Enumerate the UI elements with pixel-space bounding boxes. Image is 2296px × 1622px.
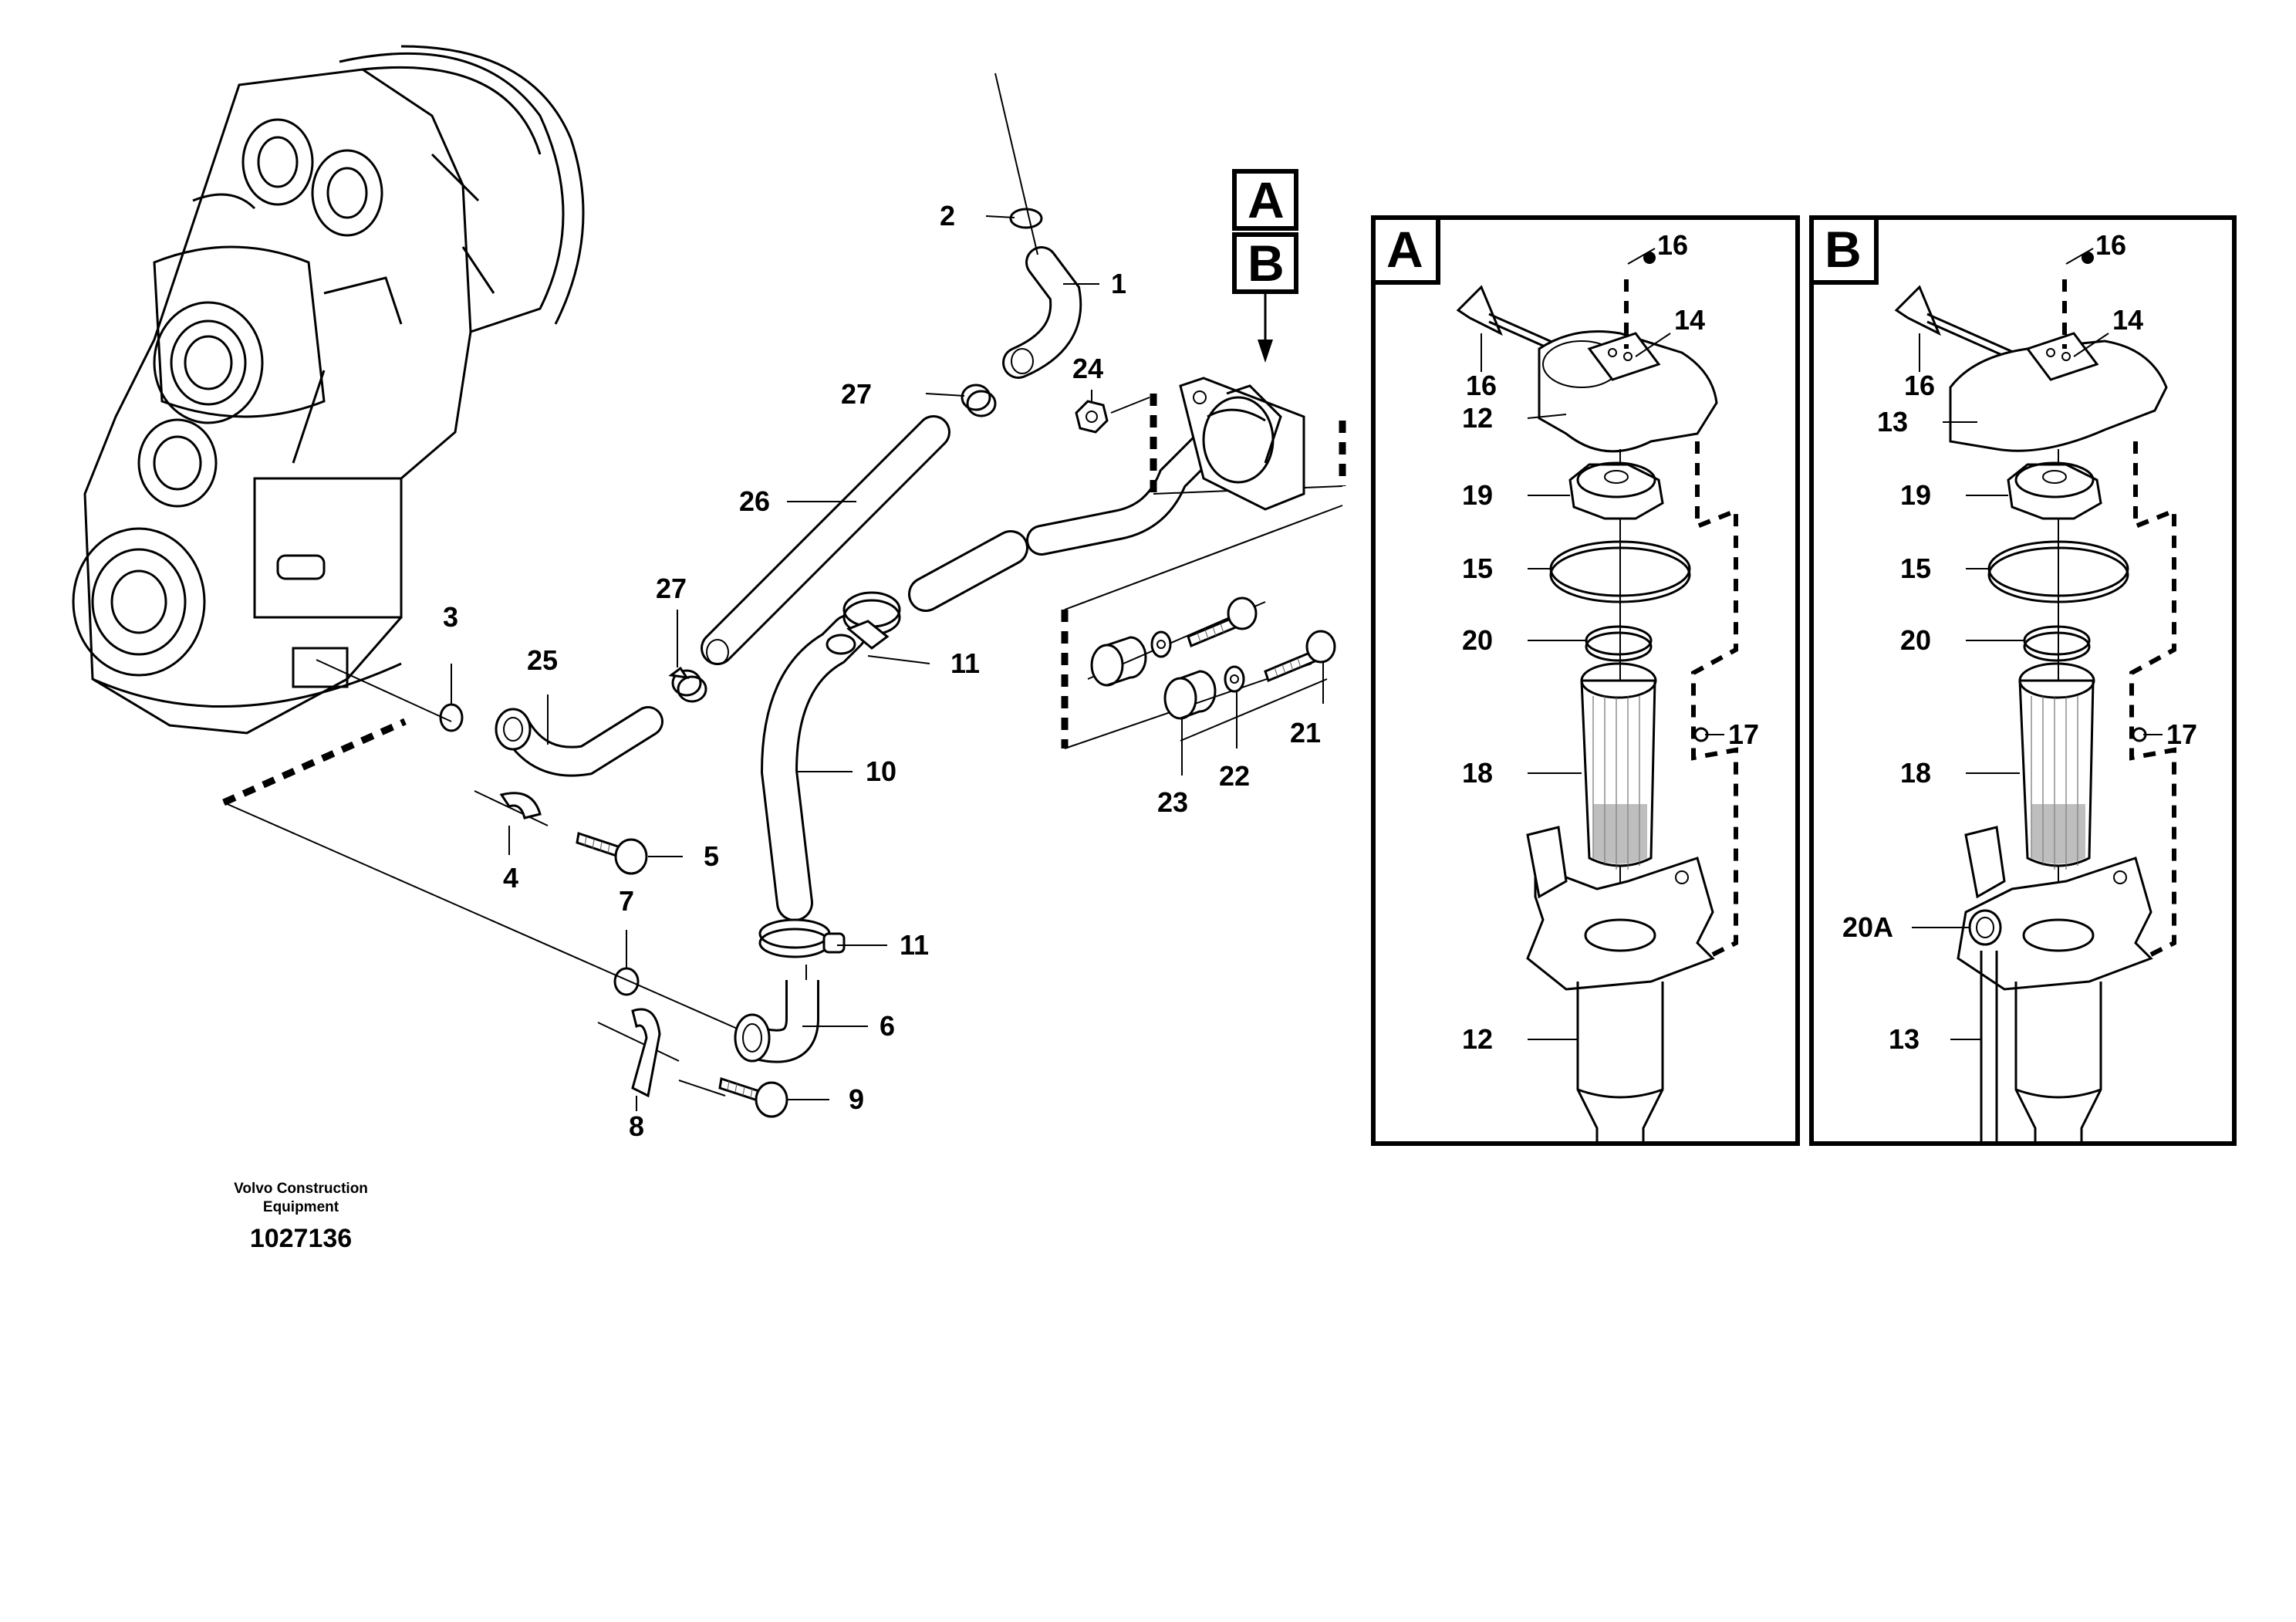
detail-b-label-17: 17 <box>2166 718 2197 750</box>
hose-clamp-27-lower <box>668 666 707 703</box>
plug-20a <box>1968 909 2002 946</box>
transmission-housing <box>72 45 585 735</box>
callout-23: 23 <box>1157 786 1188 818</box>
hose-10 <box>760 614 867 921</box>
detail-b-label-20a: 20A <box>1842 911 1893 943</box>
detail-a-label-17: 17 <box>1728 718 1759 750</box>
brand-line-2: Equipment <box>263 1199 339 1215</box>
view-marker-a: A <box>1248 171 1285 228</box>
o-ring-20 <box>1585 625 1653 656</box>
detail-a-label-19: 19 <box>1462 479 1493 511</box>
detail-a-letter: A <box>1386 221 1423 278</box>
view-marker-b: B <box>1248 235 1285 292</box>
dashed-connection-lines <box>222 659 741 1031</box>
elbow-6 <box>734 980 819 1063</box>
hose-clamp-11-upper <box>842 591 901 650</box>
callout-3: 3 <box>443 601 458 633</box>
view-markers: A B <box>1232 169 1298 363</box>
detail-a-label-16-dipstick: 16 <box>1466 370 1497 401</box>
grommet-23 <box>1163 677 1197 720</box>
detail-b-label-18: 18 <box>1900 757 1931 789</box>
callout-5: 5 <box>704 840 719 872</box>
screw-5 <box>576 832 648 875</box>
callout-11-upper: 11 <box>950 647 980 679</box>
detail-a-label-15: 15 <box>1462 552 1493 584</box>
o-ring-3 <box>439 703 464 732</box>
detail-a-label-12-tube: 12 <box>1462 1023 1493 1055</box>
hose-clamp-27-upper <box>961 384 997 417</box>
detail-b-label-20: 20 <box>1900 624 1931 656</box>
footer: Volvo Construction Equipment 1027136 <box>234 1181 368 1253</box>
detail-b-label-19: 19 <box>1900 479 1931 511</box>
callout-27-lower: 27 <box>656 573 687 604</box>
detail-a-frame <box>1371 215 1800 1146</box>
detail-b-label-15: 15 <box>1900 552 1931 584</box>
callout-11-lower: 11 <box>900 929 929 961</box>
callout-27-upper: 27 <box>841 378 872 410</box>
callout-26: 26 <box>739 485 770 517</box>
hose-25 <box>495 706 663 777</box>
screw-9 <box>718 1077 788 1118</box>
callout-2: 2 <box>940 200 955 231</box>
brand-line-1: Volvo Construction <box>234 1181 368 1197</box>
detail-b-label-16-bolt: 16 <box>2095 229 2126 261</box>
detail-b-frame <box>1809 215 2237 1146</box>
filler-bracket <box>1150 377 1346 511</box>
clamp-8 <box>597 1008 726 1098</box>
hose-1 <box>994 73 1082 379</box>
nut-24 <box>1075 397 1150 434</box>
detail-view-a: A <box>1371 215 1800 1146</box>
callout-4: 4 <box>503 862 518 894</box>
callout-22: 22 <box>1219 760 1250 792</box>
callout-9: 9 <box>849 1083 864 1115</box>
view-marker-a-box <box>1232 169 1298 231</box>
detail-view-b: B <box>1809 215 2237 1146</box>
callout-24: 24 <box>1072 353 1103 384</box>
detail-a-label-20: 20 <box>1462 624 1493 656</box>
detail-b-label-13-cap: 13 <box>1877 406 1908 438</box>
hose-clamp-11-lower <box>758 918 846 980</box>
washer-upper <box>1150 630 1172 658</box>
o-ring-2 <box>1009 208 1043 229</box>
callout-10: 10 <box>866 755 896 787</box>
callout-labels: 1 2 3 4 5 6 7 8 9 10 11 11 21 22 23 24 2… <box>443 200 1321 1142</box>
grommet-upper <box>1090 644 1124 687</box>
detail-b-letter: B <box>1825 221 1862 278</box>
detail-b-label-16-dipstick: 16 <box>1904 370 1935 401</box>
callout-6: 6 <box>880 1010 895 1042</box>
detail-a-label-16-bolt: 16 <box>1657 229 1688 261</box>
washer-22 <box>1224 665 1245 693</box>
detail-b-label-13-tube: 13 <box>1889 1023 1920 1055</box>
drawing-number: 1027136 <box>250 1224 352 1253</box>
hose-filler <box>908 432 1219 612</box>
o-ring-7 <box>613 967 640 996</box>
detail-a-label-12-cap: 12 <box>1462 402 1493 434</box>
callout-7: 7 <box>619 885 634 917</box>
detail-a-label-14: 14 <box>1674 304 1705 336</box>
callout-8: 8 <box>629 1110 644 1142</box>
detail-b-label-14: 14 <box>2112 304 2143 336</box>
leader-lines <box>451 215 1324 1111</box>
hose-26 <box>701 415 950 665</box>
callout-21: 21 <box>1290 717 1321 748</box>
callout-25: 25 <box>527 644 558 676</box>
detail-a-label-18: 18 <box>1462 757 1493 789</box>
bolt-21 <box>1264 650 1316 683</box>
callout-1: 1 <box>1111 268 1126 299</box>
mounting-hardware <box>1061 505 1343 749</box>
